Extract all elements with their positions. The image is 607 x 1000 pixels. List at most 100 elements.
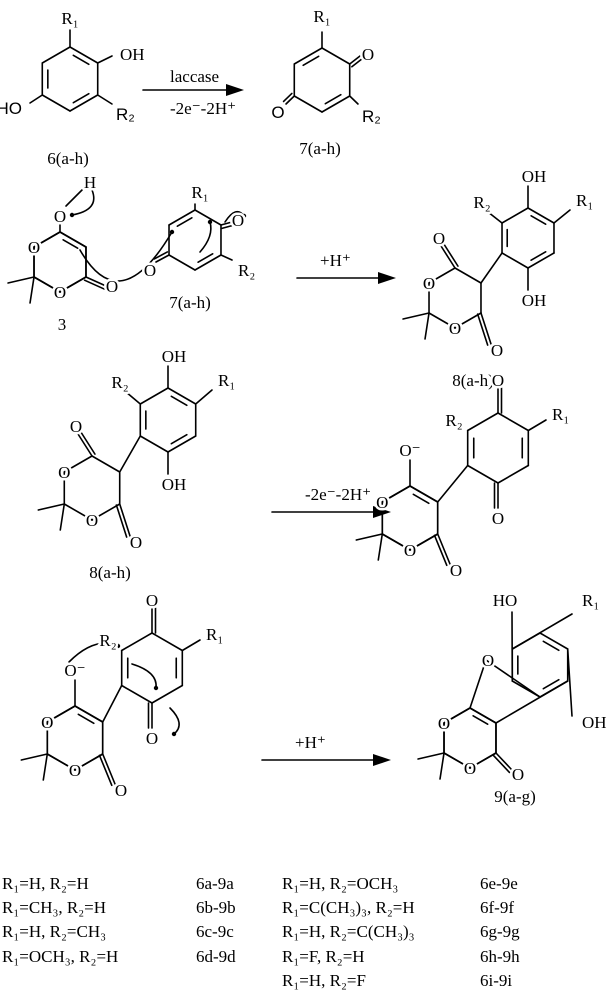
carbonyl-oxygen: O [146, 591, 158, 610]
compound-range: 6c-9c [196, 922, 234, 941]
meldrum-3-bond [33, 231, 61, 248]
compound-range: 6i-9i [480, 971, 512, 990]
carbonyl-oxygen: O [271, 103, 284, 122]
quinone-7b-bond [168, 254, 196, 271]
reagent-laccase: laccase [170, 67, 219, 86]
aryl-ring-double-bond [530, 215, 547, 225]
curved-arrow-attack-head [169, 229, 175, 235]
aryl-dioxane-bond [480, 252, 503, 284]
substituent-groups: R₁=H, R₂=C(CH₃)₃ [282, 922, 415, 941]
methyl-bond [7, 276, 35, 284]
carbonyl-bond [480, 312, 492, 345]
bond [65, 189, 83, 207]
bond [566, 648, 573, 717]
step2-arrow-head [378, 272, 396, 284]
r2-label: R₂ [111, 373, 128, 392]
ring-oxygen: O [423, 274, 435, 293]
carbonyl-bond [282, 92, 293, 103]
aryl-ring-bond [167, 387, 197, 405]
methyl-bond [20, 753, 49, 761]
carbonyl-bond [115, 504, 128, 538]
curved-arrow-carbonyl [169, 707, 180, 735]
quinone-7b-bond [194, 209, 222, 226]
enolate-oxygen: O⁻ [399, 441, 420, 460]
aryl-ring-bond [139, 387, 169, 405]
r1-label: R₁ [218, 371, 235, 390]
bond [96, 55, 113, 64]
r1-label: R₁ [582, 591, 599, 610]
aryl-ring-bond [501, 207, 529, 224]
enolate-quinone-bond [101, 684, 123, 723]
curved-arrow-attack [79, 231, 173, 282]
ring-oxygen: O [54, 283, 66, 302]
aryl-ring-double-bond [170, 395, 188, 407]
meldrum-3-bond [59, 231, 87, 248]
substituent-groups: R₁=H, R₂=CH₃ [2, 922, 106, 941]
bond [181, 639, 201, 652]
quinone-7-bond [293, 47, 323, 65]
methyl-bond [29, 276, 35, 304]
bond [29, 94, 44, 104]
meldrum-9-bond [443, 752, 471, 769]
compound-range: 6h-9h [480, 947, 520, 966]
r2-label: R₂ [445, 411, 462, 430]
methyl-bond [377, 533, 384, 561]
carbonyl-oxygen: O [491, 341, 503, 360]
ring-oxygen: O [86, 511, 98, 530]
carbonyl-bond [443, 243, 459, 267]
meldrum-adduct-bond [454, 267, 482, 284]
carbonyl-bond [440, 245, 456, 269]
substituent-row: R₁=H, R₂=C(CH₃)₃ 6g-9g [282, 922, 520, 941]
meldrum-adduct-bond [63, 455, 93, 473]
substituent-groups: R₁=CH₃, R₂=H [2, 898, 106, 917]
carbonyl-bond [348, 55, 361, 65]
r2-label: R₂ [116, 105, 135, 124]
hydroxyl-label: OH [162, 475, 187, 494]
hydroquinone-6-bond [69, 46, 99, 64]
benzofuran-benzene-bond [539, 632, 569, 650]
carbonyl-bond [101, 753, 116, 785]
carbonyl-oxygen: O [433, 229, 445, 248]
carbonyl-bond [221, 224, 234, 230]
hydroxyl-label: OH [582, 713, 607, 732]
carbonyl-oxygen: O [106, 277, 118, 296]
compound-range: 6g-9g [480, 922, 520, 941]
bond [511, 613, 573, 650]
compound-range: 6f-9f [480, 898, 514, 917]
hydroxyl-label: OH [522, 291, 547, 310]
r2-label: R₂ [99, 631, 116, 650]
hydroquinone-6-double-bond [72, 92, 90, 104]
hydroxyl-label: OH [162, 347, 187, 366]
quinone-ring-bond [497, 464, 530, 484]
meldrum-9-bond [469, 752, 497, 769]
methyl-bond [439, 752, 445, 780]
quinone-7b-double-bond [197, 253, 214, 264]
substituent-groups: R₁=H, R₂=F [282, 971, 366, 990]
meldrum-9-double-bond [472, 714, 489, 726]
carbonyl-bond [98, 754, 113, 787]
curved-arrow-ring [199, 221, 212, 253]
quinone-7b-bond [168, 209, 196, 226]
substituent-row: R₁=H, R₂=CH₃ 6c-9c [2, 922, 234, 941]
carbonyl-bond [351, 57, 363, 68]
curved-arrow-ring [131, 663, 157, 689]
meldrum-enolate-bond [46, 753, 76, 771]
r2-label: R₂ [473, 193, 490, 212]
curved-arrow-proton [71, 189, 95, 216]
meldrum-adduct-bond [428, 267, 456, 284]
methyl-bond [59, 503, 66, 531]
methyl-bond [402, 312, 430, 320]
carbonyl-bond [80, 431, 96, 455]
ring-oxygen: O [41, 713, 53, 732]
compound-8-label: 8(a-h) [452, 371, 494, 390]
aryl-ring-bond [501, 252, 529, 269]
substituent-groups: R₁=H, R₂=OCH₃ [282, 874, 398, 893]
r1-label: R₁ [576, 191, 593, 210]
methyl-bond [42, 753, 49, 781]
furan-bond [485, 659, 541, 698]
